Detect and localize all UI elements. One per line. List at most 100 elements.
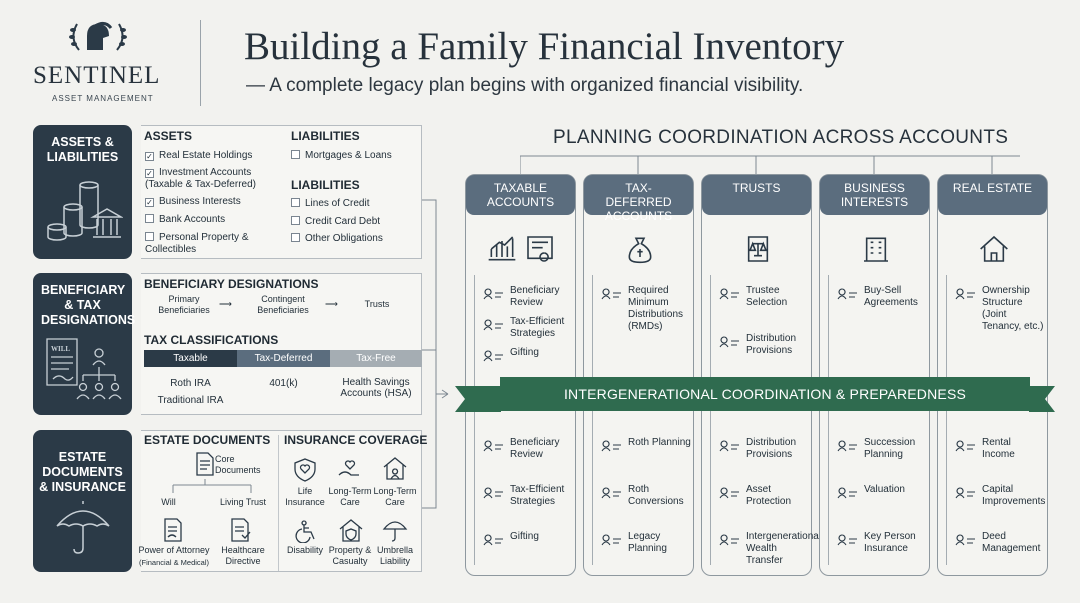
estate-core: Core Documents [215,454,261,475]
planning-title: PLANNING COORDINATION ACROSS ACCOUNTS [553,127,1009,148]
item-icon [955,440,975,452]
item-icon [955,288,975,300]
tab-assets-liabilities[interactable]: ASSETS & LIABILITIES [33,125,132,259]
estate-title: ESTATE DOCUMENTS [144,433,271,447]
column-connector [474,275,475,565]
signature-doc-icon [164,518,182,542]
tab-estate-insurance[interactable]: ESTATE DOCUMENTS & INSURANCE [33,430,132,572]
item-icon [483,534,503,546]
checkbox-checked[interactable]: ✓ [145,198,154,207]
liability-label: Lines of Credit [305,198,370,209]
estate-insurance-panel: ESTATE DOCUMENTS Core Documents Will Liv… [138,430,427,572]
liability-label: Other Obligations [305,233,383,244]
brand-sub: ASSET MANAGEMENT [52,94,154,103]
asset-item[interactable]: ✓Investment Accounts (Taxable & Tax-Defe… [145,167,285,190]
bottom-item: Capital Improvements [982,484,1046,507]
item-icon [483,487,503,499]
checkbox[interactable] [145,232,154,241]
item-icon [719,440,739,452]
tax-deferred-item: 401(k) [269,378,298,389]
tax-free-item: Health Savings Accounts (HSA) [340,377,412,399]
column-header[interactable]: TAXABLE ACCOUNTS [466,175,575,215]
checkbox[interactable] [145,214,154,223]
column-header[interactable]: TRUSTS [702,175,811,215]
flow-primary: Primary Beneficiaries [158,294,210,315]
checkbox[interactable] [291,216,300,225]
shield-heart-icon [294,458,316,482]
insurance-title: INSURANCE COVERAGE [284,433,428,447]
bottom-item: Distribution Provisions [746,437,797,460]
column-connector [710,275,711,565]
umbrella-small-icon [382,521,408,542]
assets-title: ASSETS [144,129,193,143]
asset-item[interactable]: ✓Real Estate Holdings [145,150,285,162]
asset-label: Business Interests [159,196,241,207]
bottom-item: Succession Planning [864,437,916,460]
cert-icon [527,236,553,262]
asset-label: Investment Accounts (Taxable & Tax-Defer… [145,167,256,190]
column-header[interactable]: TAX-DEFERRED ACCOUNTS [584,175,693,223]
estate-poa: Power of Attorney [138,545,210,555]
flow-contingent: Contingent Beneficiaries [257,294,309,315]
arrow-right-icon: ⟶ [325,299,338,309]
asset-item[interactable]: ✓ Business Interests [145,196,285,208]
column-connector [946,275,947,565]
insurance-item: Long-Term Care [328,486,372,507]
asset-item[interactable]: Bank Accounts [145,214,285,226]
will-family-icon: WILL [46,338,122,400]
checkbox[interactable] [291,198,300,207]
checkbox-checked[interactable]: ✓ [145,152,154,161]
flow-trusts: Trusts [364,299,390,309]
item-icon [719,336,739,348]
estate-trust: Living Trust [219,497,267,507]
tab-label: BENEFICIARY & TAX DESIGNATIONS [41,283,136,327]
brand: SENTINEL ASSET MANAGEMENT [28,18,188,108]
bottom-item: Rental Income [982,437,1015,460]
tab-label: ESTATE DOCUMENTS & INSURANCE [39,450,126,494]
insurance-item: Umbrella Liability [376,545,413,566]
bottom-item: Legacy Planning [628,531,667,554]
bottom-item: Tax-Efficient Strategies [510,484,565,507]
item-icon [719,288,739,300]
asset-label: Personal Property & Collectibles [145,232,249,255]
item-icon [601,534,621,546]
healthcare-doc-icon [231,518,251,542]
estate-will: Will [161,497,176,507]
arrow-right-icon: ⟶ [219,299,232,309]
item-icon [955,534,975,546]
column-connector [592,275,593,565]
asset-item[interactable]: Personal Property & Collectibles [145,232,255,255]
column-header[interactable]: REAL ESTATE [938,175,1047,215]
estate-tree-lines [172,479,252,493]
checkbox-checked[interactable]: ✓ [145,169,154,178]
planning-tree-lines [520,155,1020,174]
checkbox[interactable] [291,233,300,242]
liability-item[interactable]: Lines of Credit [291,198,369,210]
liability-item[interactable]: Mortgages & Loans [291,150,392,162]
item-icon [483,350,503,362]
checkbox[interactable] [291,150,300,159]
bottom-item: Deed Management [982,531,1041,554]
coins-bank-icon [47,181,123,241]
umbrella-icon [56,501,110,554]
top-item: Tax-Efficient Strategies [510,316,565,339]
bottom-item: Key Person Insurance [864,531,916,554]
top-item: Gifting [510,347,539,358]
laurel-helmet-icon [69,21,127,51]
liability-item[interactable]: Other Obligations [291,233,383,245]
building-icon [863,237,888,262]
document-icon [196,452,214,476]
estate-insurance-divider [278,435,279,571]
column-connector [828,275,829,565]
coordination-ribbon: INTERGENERATIONAL COORDINATION & PREPARE… [500,377,1030,411]
brand-name: SENTINEL [33,62,161,89]
beneficiary-tax-panel: BENEFICIARY DESIGNATIONS Primary Benefic… [141,273,422,415]
liability-item[interactable]: Credit Card Debt [291,216,380,228]
house-icon [979,235,1008,262]
left-connector-lines [422,199,449,509]
tax-taxable-item: Traditional IRA [157,395,224,406]
column-header[interactable]: BUSINESS INTERESTS [820,175,929,215]
tab-beneficiary-tax[interactable]: BENEFICIARY & TAX DESIGNATIONS WILL [33,273,136,415]
